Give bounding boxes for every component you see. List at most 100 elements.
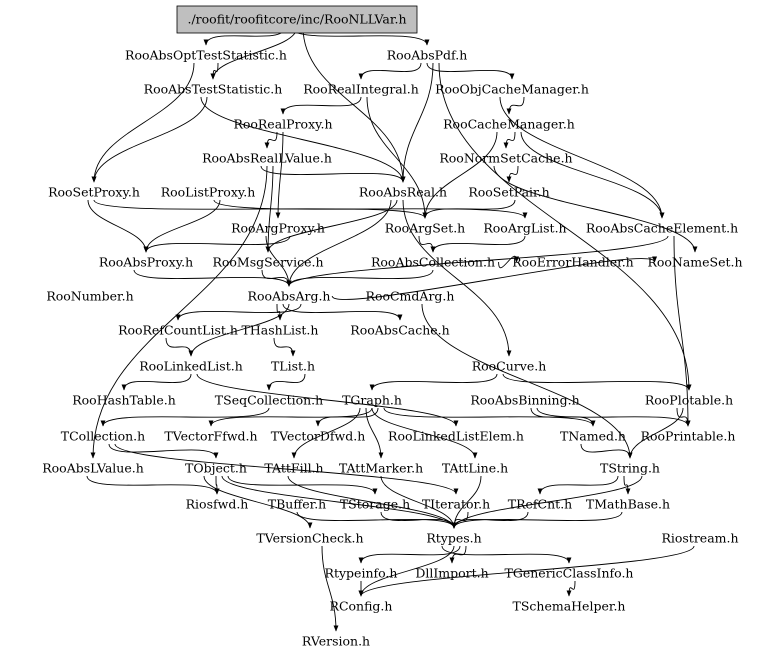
edge-abin-to-tnamed	[530, 407, 596, 427]
node-acache[interactable]: RooAbsCache.h	[350, 323, 449, 338]
node-rll[interactable]: RooLinkedList.h	[139, 359, 243, 374]
node-apdf[interactable]: RooAbsPdf.h	[387, 48, 468, 63]
edge-tobj-to-tvc	[203, 475, 313, 529]
node-carg[interactable]: RooCmdArg.h	[366, 289, 455, 304]
edge-areal-to-aarg	[286, 199, 392, 287]
node-tnamed[interactable]: TNamed.h	[560, 429, 626, 444]
node-tsh[interactable]: TSchemaHelper.h	[513, 599, 626, 614]
node-num[interactable]: RooNumber.h	[46, 289, 133, 304]
node-tvf[interactable]: TVectorFfwd.h	[164, 429, 257, 444]
node-tvc[interactable]: TVersionCheck.h	[256, 531, 363, 546]
node-label: Riosfwd.h	[186, 497, 249, 512]
node-label: RooNumber.h	[46, 289, 133, 304]
node-label: TList.h	[271, 359, 315, 374]
edge-tg-to-tvf	[208, 407, 373, 427]
node-label: TSchemaHelper.h	[513, 599, 626, 614]
node-titer[interactable]: TIterator.h	[422, 497, 490, 512]
node-tamark[interactable]: TAttMarker.h	[339, 461, 423, 476]
node-rrp[interactable]: RooRealProxy.h	[233, 117, 332, 132]
node-aots[interactable]: RooAbsOptTestStatistic.h	[125, 48, 287, 63]
edge-plot-to-tstr	[627, 407, 684, 459]
node-ats[interactable]: RooAbsTestStatistic.h	[144, 82, 283, 97]
edge-apdf-to-ocm	[426, 62, 515, 80]
node-rver[interactable]: RVersion.h	[302, 634, 370, 649]
node-tobj[interactable]: TObject.h	[185, 461, 247, 476]
node-label: ./roofit/roofitcore/inc/RooNLLVar.h	[187, 12, 406, 27]
edge-rios-to-rconf	[358, 545, 695, 597]
node-aprox[interactable]: RooAbsProxy.h	[99, 255, 193, 270]
node-al[interactable]: RooArgList.h	[483, 221, 566, 236]
node-label: RooErrorHandler.h	[512, 255, 633, 270]
node-label: Riostream.h	[661, 531, 738, 546]
node-as[interactable]: RooArgSet.h	[385, 221, 465, 236]
node-tsc[interactable]: TSeqCollection.h	[215, 393, 323, 408]
node-label: RooAbsOptTestStatistic.h	[125, 48, 287, 63]
node-tstr[interactable]: TString.h	[600, 461, 660, 476]
node-lp[interactable]: RooListProxy.h	[161, 185, 256, 200]
edge-spair-to-as	[422, 199, 516, 219]
node-nset[interactable]: RooNameSet.h	[647, 255, 742, 270]
node-tg[interactable]: TGraph.h	[342, 393, 402, 408]
node-label: RooNameSet.h	[647, 255, 742, 270]
node-acoll[interactable]: RooAbsCollection.h	[371, 255, 495, 270]
node-arlv[interactable]: RooAbsRealLValue.h	[202, 151, 332, 166]
node-curve[interactable]: RooCurve.h	[472, 359, 547, 374]
node-tlist[interactable]: TList.h	[271, 359, 315, 374]
node-label: RooAbsBinning.h	[470, 393, 579, 408]
node-rti[interactable]: Rtypeinfo.h	[325, 566, 398, 581]
node-label: RooAbsPdf.h	[387, 48, 468, 63]
node-abin[interactable]: RooAbsBinning.h	[470, 393, 579, 408]
node-llelem[interactable]: RooLinkedListElem.h	[388, 429, 524, 444]
node-root[interactable]: ./roofit/roofitcore/inc/RooNLLVar.h	[176, 5, 418, 34]
edge-tcoll-to-titer	[114, 443, 459, 495]
node-spair[interactable]: RooSetPair.h	[468, 185, 549, 200]
node-rcl[interactable]: RooRefCountList.h	[118, 323, 238, 338]
node-tcoll[interactable]: TCollection.h	[61, 429, 145, 444]
node-label: RooAbsArg.h	[248, 289, 331, 304]
node-label: RooAbsCacheElement.h	[586, 221, 738, 236]
node-tstor[interactable]: TStorage.h	[340, 497, 410, 512]
edge-cm-to-nsc	[503, 131, 516, 149]
node-tbuf[interactable]: TBuffer.h	[268, 497, 326, 512]
node-rtypes[interactable]: Rtypes.h	[426, 531, 481, 546]
node-eh[interactable]: RooErrorHandler.h	[512, 255, 633, 270]
node-label: RooListProxy.h	[161, 185, 256, 200]
node-label: TString.h	[600, 461, 660, 476]
node-label: TVectorDfwd.h	[271, 429, 366, 444]
node-ace[interactable]: RooAbsCacheElement.h	[586, 221, 738, 236]
node-dll[interactable]: DllImport.h	[415, 566, 488, 581]
node-areal[interactable]: RooAbsReal.h	[359, 185, 447, 200]
node-rconf[interactable]: RConfig.h	[330, 599, 393, 614]
node-ocm[interactable]: RooObjCacheManager.h	[435, 82, 589, 97]
edge-tstr-to-tmath	[623, 475, 631, 495]
node-taline[interactable]: TAttLine.h	[442, 461, 508, 476]
node-label: RooPrintable.h	[641, 429, 736, 444]
node-tafill[interactable]: TAttFill.h	[264, 461, 323, 476]
node-nsc[interactable]: RooNormSetCache.h	[439, 151, 572, 166]
edge-rtypes-to-dll	[449, 545, 467, 564]
node-rios[interactable]: Riostream.h	[661, 531, 738, 546]
edge-rrp-to-arlv	[264, 131, 278, 149]
node-sp[interactable]: RooSetProxy.h	[48, 185, 140, 200]
node-ap[interactable]: RooArgProxy.h	[231, 221, 325, 236]
node-alv[interactable]: RooAbsLValue.h	[42, 461, 144, 476]
node-tgci[interactable]: TGenericClassInfo.h	[505, 566, 634, 581]
node-print[interactable]: RooPrintable.h	[641, 429, 736, 444]
node-label: TNamed.h	[560, 429, 626, 444]
node-cm[interactable]: RooCacheManager.h	[443, 117, 575, 132]
edge-tstr-to-tref	[537, 475, 619, 495]
node-riosf[interactable]: Riosfwd.h	[186, 497, 249, 512]
node-label: RooAbsTestStatistic.h	[144, 82, 283, 97]
node-ms[interactable]: RooMsgService.h	[212, 255, 323, 270]
node-rht[interactable]: RooHashTable.h	[72, 393, 176, 408]
edge-sp-to-as	[93, 199, 428, 219]
node-rint[interactable]: RooRealIntegral.h	[303, 82, 419, 97]
node-plot[interactable]: RooPlotable.h	[645, 393, 733, 408]
node-tref[interactable]: TRefCnt.h	[508, 497, 572, 512]
node-tmath[interactable]: TMathBase.h	[586, 497, 670, 512]
edge-tobj-to-riosf	[214, 475, 220, 495]
node-thl[interactable]: THashList.h	[242, 323, 319, 338]
node-tvd[interactable]: TVectorDfwd.h	[271, 429, 366, 444]
node-aarg[interactable]: RooAbsArg.h	[248, 289, 331, 304]
